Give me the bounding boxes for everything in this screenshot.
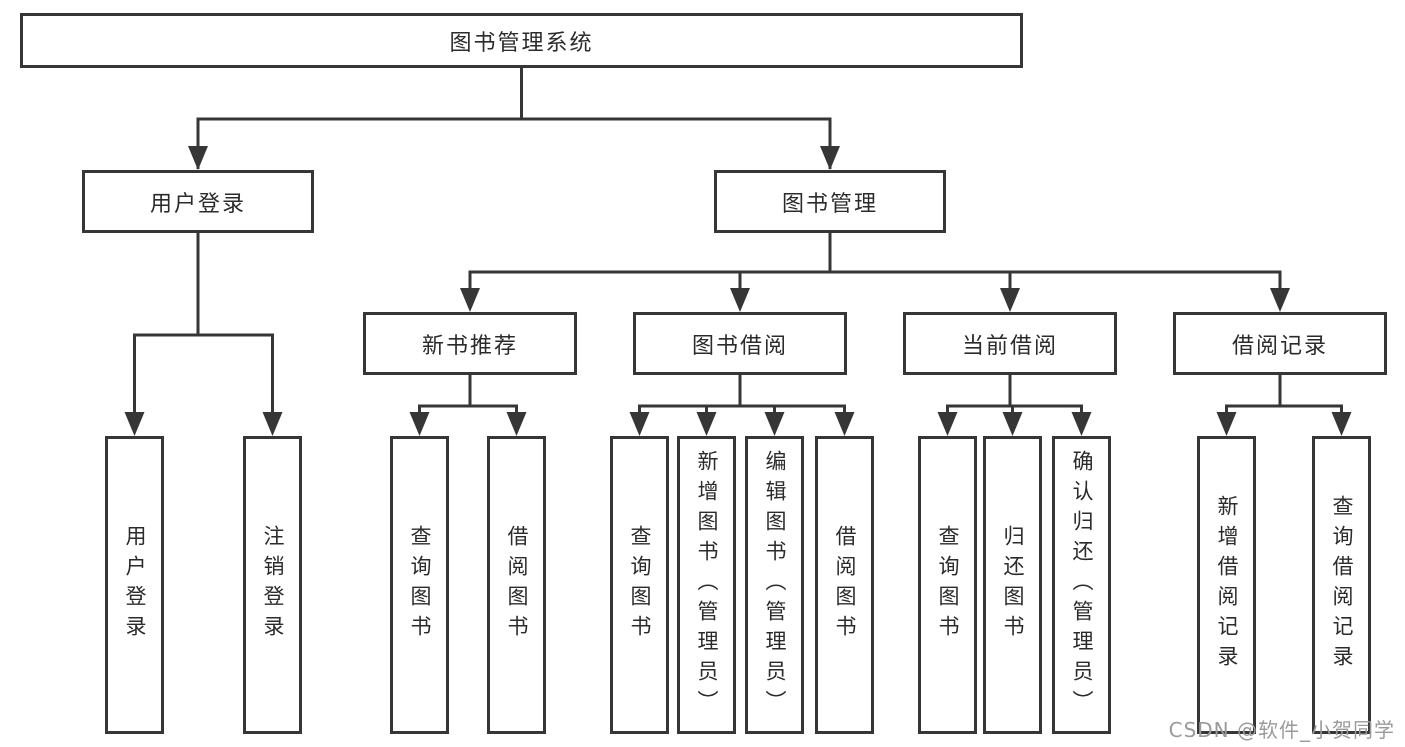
csdn-watermark: CSDN @软件_小贺同学 [1168,718,1395,742]
leaf-edit-books-admin: 编辑图书（管理员） [745,436,804,734]
leaf-add-books-admin: 新增图书（管理员） [677,436,736,734]
leaf-query-books-borrowing: 查询图书 [610,436,669,734]
leaf-query-borrow-record: 查询借阅记录 [1312,436,1371,734]
leaf-confirm-return-admin: 确认归还（管理员） [1052,436,1111,734]
node-new-book-recommendation: 新书推荐 [363,312,577,375]
node-borrowing-records: 借阅记录 [1173,312,1387,375]
arrowheads [124,146,1352,436]
leaf-return-books: 归还图书 [983,436,1042,734]
leaf-user-login: 用户登录 [105,436,164,734]
leaf-borrow-books-borrowing: 借阅图书 [815,436,874,734]
node-book-management: 图书管理 [714,170,946,233]
node-root-library-management-system: 图书管理系统 [20,13,1023,68]
node-book-borrowing: 图书借阅 [633,312,847,375]
node-current-borrowing: 当前借阅 [903,312,1117,375]
leaf-logout: 注销登录 [243,436,302,734]
node-user-login: 用户登录 [82,170,314,233]
leaf-query-books-current: 查询图书 [918,436,977,734]
leaf-add-borrow-record: 新增借阅记录 [1197,436,1256,734]
leaf-query-books-recommend: 查询图书 [390,436,449,734]
leaf-borrow-books-recommend: 借阅图书 [487,436,546,734]
